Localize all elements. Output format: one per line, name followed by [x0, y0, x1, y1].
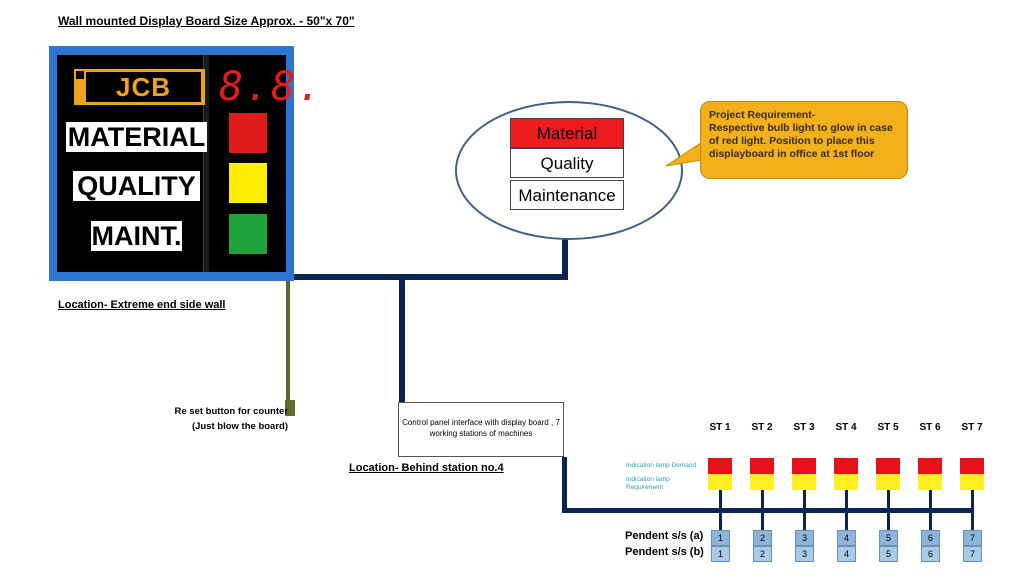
jcb-logo-mark [76, 71, 84, 79]
pendent-a-box: 4 [837, 530, 856, 546]
pendent-a-box: 1 [711, 530, 730, 546]
jcb-logo-text: JCB [86, 72, 201, 102]
reset-button[interactable] [285, 400, 295, 416]
station-lamp-red [960, 458, 984, 474]
wire-station-bus [562, 508, 974, 513]
indication-demand-label: Indication lamp Demand [626, 462, 697, 469]
station-lamp-red [708, 458, 732, 474]
pendent-a-label: Pendent s/s (a) [625, 530, 704, 542]
board-lamp-green [229, 214, 267, 254]
board-divider [203, 55, 209, 272]
station-lamp-yellow [708, 474, 732, 490]
station-drop-wire [845, 490, 848, 530]
board-lamp-yellow [229, 163, 267, 203]
callout-pointer [665, 141, 703, 167]
station-lamp-yellow [750, 474, 774, 490]
pendent-b-box: 1 [711, 546, 730, 562]
pendent-b-box: 4 [837, 546, 856, 562]
display-board: JCB 8.8. MATERIAL QUALITY MAINT. [49, 46, 321, 281]
pendent-b-box: 2 [753, 546, 772, 562]
station-lamp-red [750, 458, 774, 474]
station-label: ST 3 [793, 422, 815, 433]
project-requirement-callout: Project Requirement- Respective bulb lig… [700, 101, 908, 179]
wire-board-to-legend [294, 274, 568, 280]
pendent-a-box: 3 [795, 530, 814, 546]
pendent-b-box: 5 [879, 546, 898, 562]
callout-body: Respective bulb light to glow in case of… [709, 122, 893, 160]
board-label-maint: MAINT. [91, 221, 182, 251]
station-lamp-red [918, 458, 942, 474]
board-lamp-red [229, 113, 267, 153]
station-drop-wire [803, 490, 806, 530]
station-lamp-red [792, 458, 816, 474]
station-drop-wire [719, 490, 722, 530]
station-drop-wire [761, 490, 764, 530]
wire-to-control-panel [399, 280, 405, 404]
diagram-title: Wall mounted Display Board Size Approx. … [58, 14, 355, 28]
station-lamp-yellow [960, 474, 984, 490]
board-label-quality: QUALITY [73, 171, 200, 201]
board-location: Location- Extreme end side wall [58, 299, 226, 311]
station-label: ST 2 [751, 422, 773, 433]
station-label: ST 7 [961, 422, 983, 433]
pendent-a-box: 6 [921, 530, 940, 546]
station-label: ST 5 [877, 422, 899, 433]
wire-reset [286, 280, 290, 402]
station-drop-wire [971, 490, 974, 530]
pendent-b-box: 6 [921, 546, 940, 562]
control-panel-location: Location- Behind station no.4 [349, 462, 504, 474]
reset-note-line2: (Just blow the board) [191, 421, 288, 432]
wire-legend-drop [562, 220, 568, 280]
station-drop-wire [887, 490, 890, 530]
indication-requirement-label: Indication lamp Requirement [626, 476, 670, 491]
station-lamp-yellow [918, 474, 942, 490]
counter-display: 8.8. [219, 64, 324, 110]
station-lamp-yellow [792, 474, 816, 490]
pendent-b-box: 3 [795, 546, 814, 562]
callout-heading: Project Requirement- [709, 109, 816, 121]
station-drop-wire [929, 490, 932, 530]
station-lamp-yellow [834, 474, 858, 490]
station-label: ST 4 [835, 422, 857, 433]
legend-maintenance: Maintenance [510, 180, 624, 210]
pendent-a-box: 7 [963, 530, 982, 546]
legend-quality: Quality [510, 148, 624, 178]
board-face: JCB 8.8. MATERIAL QUALITY MAINT. [57, 55, 321, 272]
station-lamp-yellow [876, 474, 900, 490]
legend-material: Material [510, 118, 624, 148]
wire-panel-down [562, 457, 567, 512]
station-label: ST 1 [709, 422, 731, 433]
station-lamp-red [876, 458, 900, 474]
pendent-a-box: 2 [753, 530, 772, 546]
pendent-a-box: 5 [879, 530, 898, 546]
pendent-b-label: Pendent s/s (b) [625, 546, 704, 558]
reset-note-line1: Re set button for counter [174, 406, 288, 417]
reset-note: Re set button for counter (Just blow the… [158, 404, 288, 434]
jcb-logo: JCB [74, 69, 205, 105]
station-lamp-red [834, 458, 858, 474]
board-label-material: MATERIAL [66, 122, 207, 152]
pendent-b-box: 7 [963, 546, 982, 562]
station-label: ST 6 [919, 422, 941, 433]
control-panel: Control panel interface with display boa… [398, 402, 564, 457]
